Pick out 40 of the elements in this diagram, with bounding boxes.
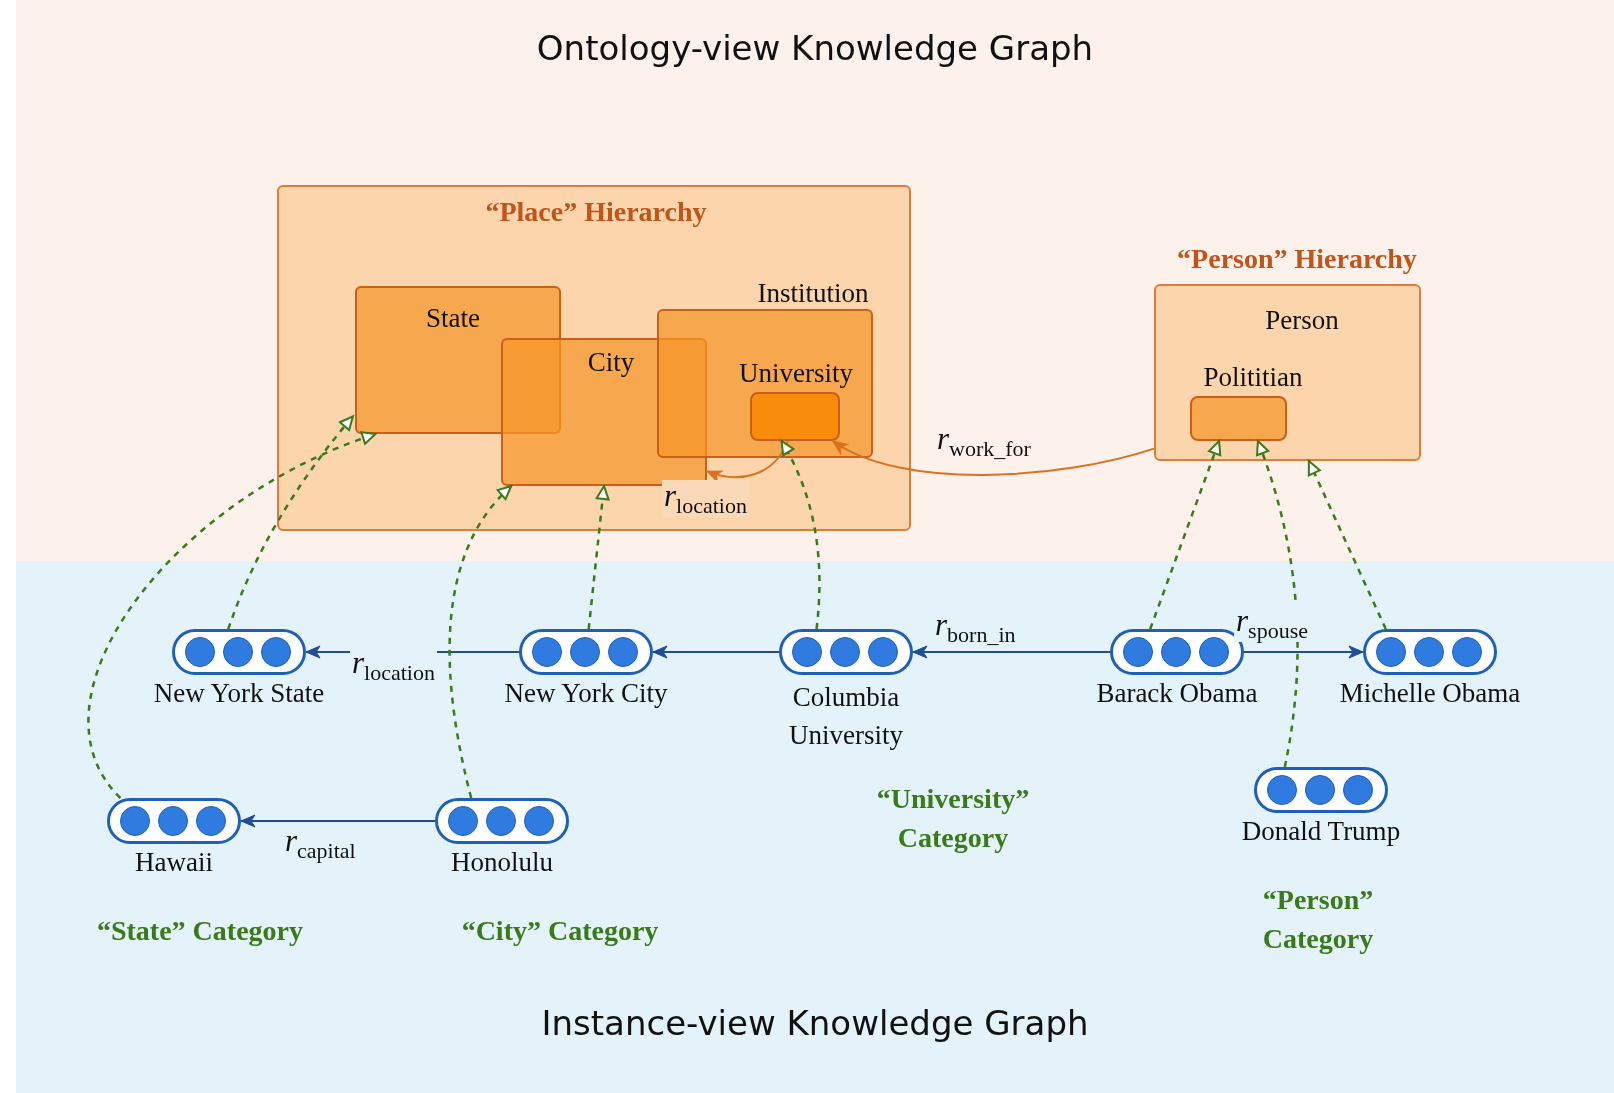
section-title: Instance-view Knowledge Graph [540,1003,1090,1044]
class-name: Institution [756,277,870,310]
subclass-arrow [780,440,821,630]
subclass-arrow [1255,440,1299,768]
relation-arrow [831,440,1155,476]
relation-arrow [912,645,1111,659]
relation-arrow [1243,645,1364,659]
class-name: State [425,302,481,335]
hierarchy-box [277,185,911,531]
edge-label: r$_{location}$ [662,480,749,518]
entity-name: New York City [503,677,669,710]
category-label: “Person” Category [1261,883,1375,957]
class-name: Columbia University [788,681,904,752]
entity-name: Barack Obama [1095,677,1259,710]
entity-name: Honolulu [450,846,554,879]
ontology-band [16,0,1614,561]
subclass-arrow [587,485,610,630]
instance-band [16,561,1614,1093]
hierarchy-title: “Place” Hierarchy [484,195,708,229]
subclass-arrow [87,432,377,799]
section-title: Ontology-view Knowledge Graph [535,28,1095,69]
relation-arrow [240,814,436,828]
subclass-arrow [448,485,513,799]
entity-name: New York State [152,677,326,710]
entity-name: Michelle Obama [1338,677,1522,710]
entity-name: Donald Trump [1240,815,1402,848]
class-name: City [586,346,636,379]
category-label: “University” Category [875,782,1031,856]
relation-arrow [652,645,780,659]
subclass-arrow [1149,440,1222,630]
hierarchy-title: “Person” Hierarchy [1176,242,1418,276]
edge-label: r$_{spouse}$ [1234,605,1310,643]
class-name: Person [1264,304,1340,337]
subclass-arrow [1307,460,1387,630]
subclass-arrow [227,415,354,630]
class-name: Polititian [1202,361,1304,394]
category-label: “City” Category [460,914,660,948]
category-label: “State” Category [95,914,305,948]
relation-arrow [706,440,789,483]
class-name: University [738,357,854,390]
